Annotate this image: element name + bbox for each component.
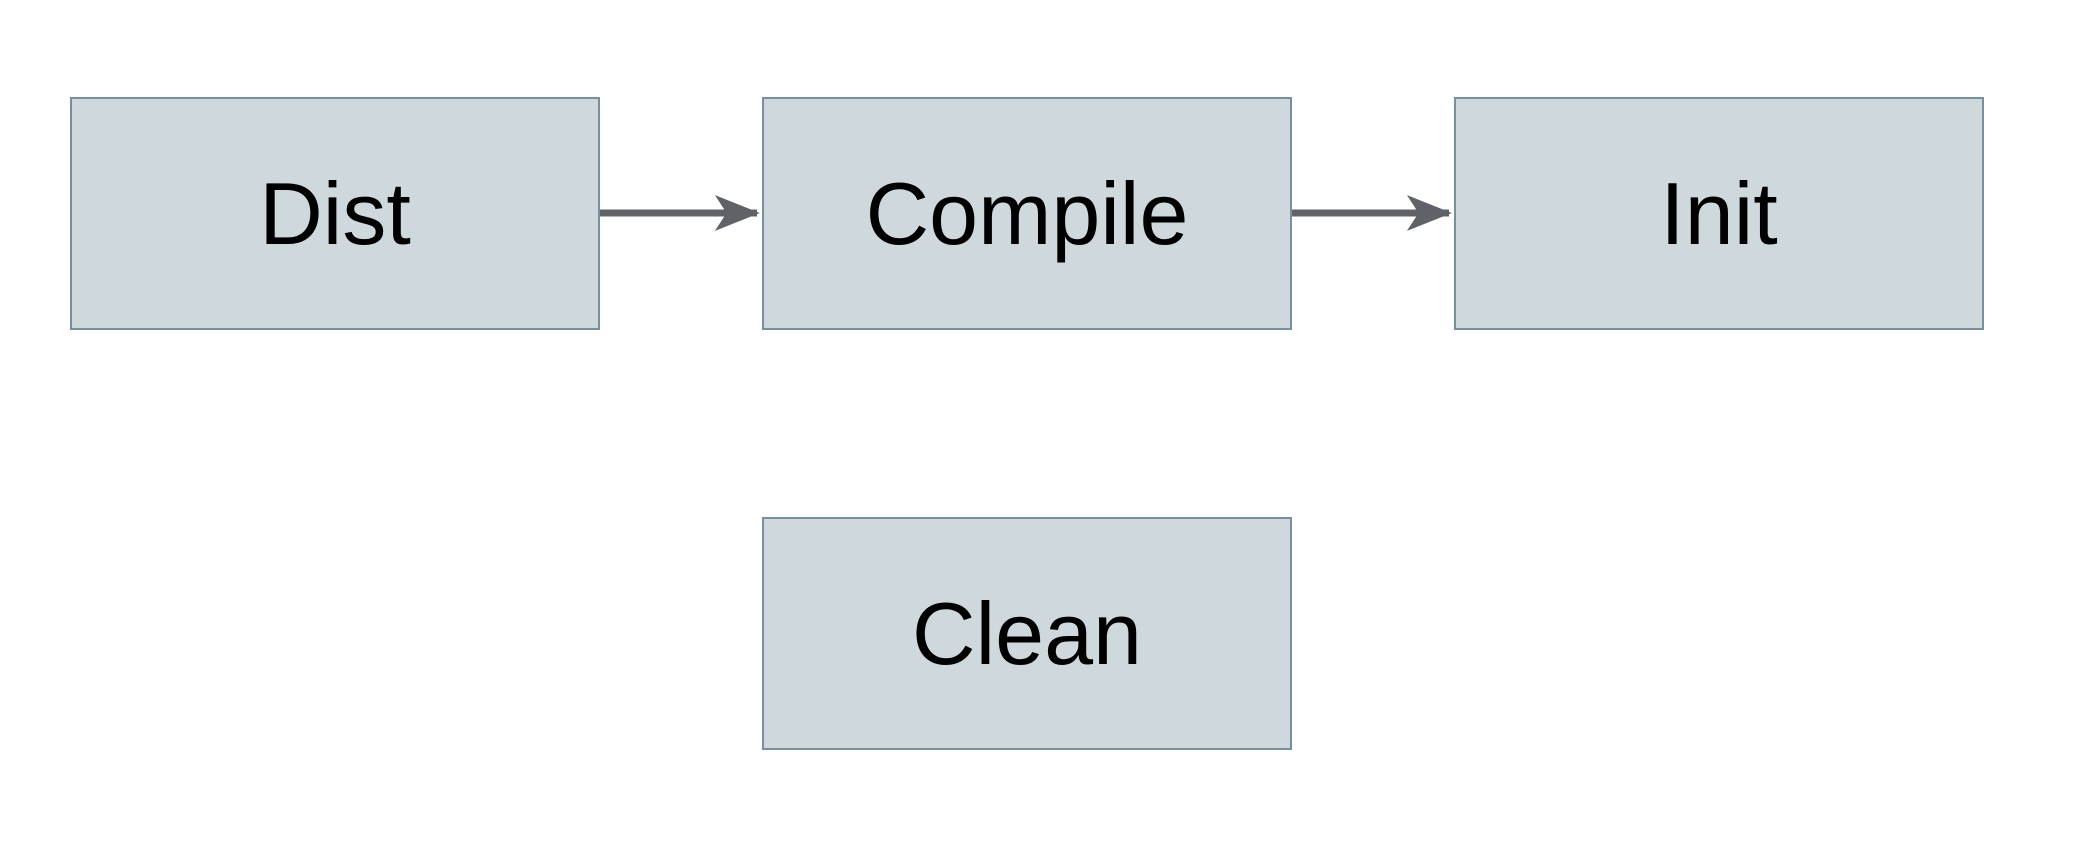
- node-compile: Compile: [762, 97, 1292, 330]
- node-init-label: Init: [1660, 163, 1778, 263]
- node-compile-label: Compile: [865, 163, 1189, 263]
- node-clean-label: Clean: [912, 583, 1142, 683]
- node-dist-label: Dist: [259, 163, 411, 263]
- node-clean: Clean: [762, 517, 1292, 750]
- node-dist: Dist: [70, 97, 600, 330]
- node-init: Init: [1454, 97, 1984, 330]
